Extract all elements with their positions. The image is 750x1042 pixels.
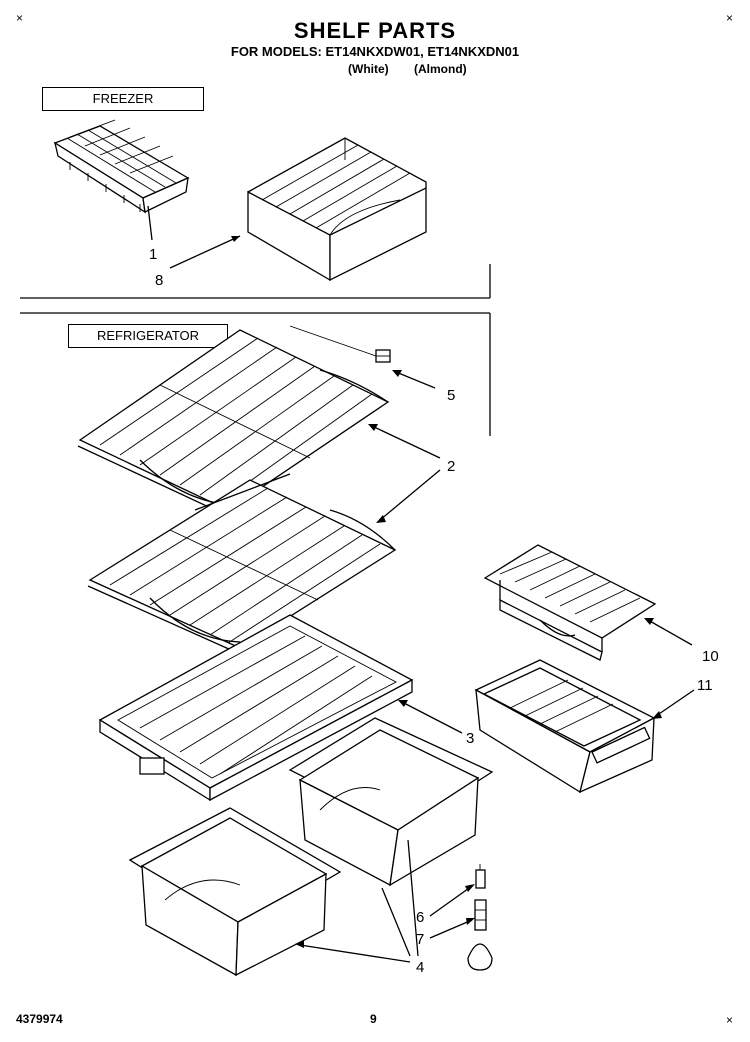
color-white-label: (White) xyxy=(348,62,389,76)
page-number: 9 xyxy=(370,1012,377,1026)
callout-8: 8 xyxy=(155,272,163,289)
section-dividers xyxy=(20,264,491,436)
meat-pan-drawing xyxy=(474,659,656,794)
corner-mark-bottom-right: × xyxy=(726,1013,734,1027)
small-shelf-drawing xyxy=(483,544,657,661)
models-line: FOR MODELS: ET14NKXDW01, ET14NKXDN01 xyxy=(230,44,520,59)
leader-lines xyxy=(147,205,695,963)
callout-4: 4 xyxy=(416,959,424,976)
wire-shelf-upper-drawing xyxy=(77,329,390,517)
color-line: (White) (Almond) xyxy=(348,62,489,76)
wire-shelf-lower-drawing xyxy=(87,473,397,655)
callout-3: 3 xyxy=(466,730,474,747)
crisper-drawer-upper-drawing xyxy=(288,717,494,887)
page-title: SHELF PARTS xyxy=(293,18,457,43)
callout-10: 10 xyxy=(702,648,719,665)
callout-7: 7 xyxy=(416,931,424,948)
freezer-shelf-drawing xyxy=(247,137,427,282)
callout-11: 11 xyxy=(697,677,713,694)
crisper-cover-drawing xyxy=(98,614,414,802)
roller-axle-drawing xyxy=(467,864,493,971)
callout-numbers: 1 8 5 2 3 10 11 6 7 4 xyxy=(149,246,719,976)
corner-mark-top-right: × xyxy=(726,11,734,25)
refrigerator-section-label: REFRIGERATOR xyxy=(68,324,228,348)
shelf-clip-drawing xyxy=(289,325,391,363)
callout-5: 5 xyxy=(447,387,455,404)
ice-tray-drawing xyxy=(53,119,190,214)
callout-6: 6 xyxy=(416,909,424,926)
freezer-section-label: FREEZER xyxy=(42,87,204,111)
color-almond-label: (Almond) xyxy=(414,62,467,76)
corner-mark-top-left: × xyxy=(16,11,24,25)
callout-2: 2 xyxy=(447,458,455,475)
crisper-drawer-lower-drawing xyxy=(128,807,342,977)
document-number: 4379974 xyxy=(16,1012,63,1026)
callout-1: 1 xyxy=(149,246,157,263)
